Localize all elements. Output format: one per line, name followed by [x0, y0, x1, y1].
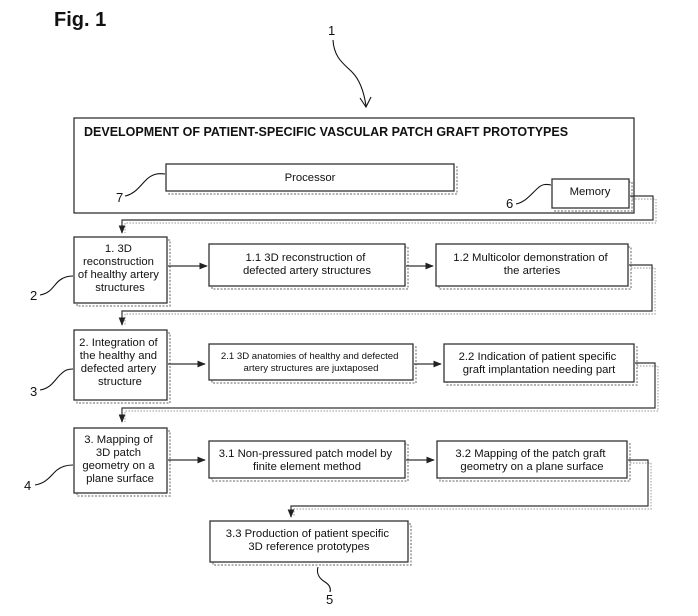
- step3-ref-numeral: 4: [24, 478, 31, 493]
- step2-main-line-2: the healthy and: [80, 350, 157, 362]
- step11-line-2: defected artery structures: [243, 265, 371, 277]
- step32-text: 3.2 Mapping of the patch graft geometry …: [455, 448, 608, 473]
- step33-text: 3.3 Production of patient specific 3D re…: [226, 528, 392, 553]
- step31-line-1: 3.1 Non-pressured patch model by: [219, 448, 393, 460]
- step31-line-2: finite element method: [253, 461, 361, 473]
- step33-line-2: 3D reference prototypes: [248, 541, 370, 553]
- step1-main-line-4: structures: [95, 282, 145, 294]
- step2-main-line-4: structure: [98, 376, 142, 388]
- step21-line-1: 2.1 3D anatomies of healthy and defected: [221, 351, 399, 362]
- processor-label: Processor: [285, 172, 336, 184]
- step3-main-line-3: geometry on a: [82, 460, 155, 472]
- step1-ref-leader: [40, 276, 73, 295]
- system-ref-leader: [333, 40, 366, 106]
- memory-label: Memory: [570, 186, 611, 198]
- memory-ref-numeral: 6: [506, 196, 513, 211]
- figure-title: Fig. 1: [54, 9, 106, 31]
- step11-text: 1.1 3D reconstruction of defected artery…: [243, 252, 371, 277]
- step32-line-2: geometry on a plane surface: [460, 461, 603, 473]
- step33-line-1: 3.3 Production of patient specific: [226, 528, 390, 540]
- processor-ref-numeral: 7: [116, 190, 123, 205]
- step22-line-1: 2.2 Indication of patient specific: [459, 351, 617, 363]
- final-ref-numeral: 5: [326, 592, 333, 607]
- system-ref-numeral: 1: [328, 23, 335, 38]
- step3-main-line-1: 3. Mapping of: [84, 434, 153, 446]
- step11-line-1: 1.1 3D reconstruction of: [245, 252, 366, 264]
- step2-ref-numeral: 3: [30, 384, 37, 399]
- step22-line-2: graft implantation needing part: [463, 364, 616, 376]
- step12-line-1: 1.2 Multicolor demonstration of: [453, 252, 608, 264]
- step3-main-text: 3. Mapping of 3D patch geometry on a pla…: [82, 434, 157, 485]
- step3-main-line-2: 3D patch: [96, 447, 141, 459]
- step22-text: 2.2 Indication of patient specific graft…: [459, 351, 620, 376]
- step21-box: [209, 344, 413, 380]
- step1-main-line-3: of healthy artery: [78, 269, 159, 281]
- step2-ref-leader: [40, 369, 73, 390]
- step3-ref-leader: [35, 465, 73, 485]
- step32-line-1: 3.2 Mapping of the patch graft: [455, 448, 606, 460]
- step1-main-line-2: reconstruction: [83, 256, 154, 268]
- step12-line-2: the arteries: [504, 265, 561, 277]
- final-ref-leader: [317, 567, 330, 592]
- step22-box: [444, 344, 634, 382]
- step2-main-line-3: defected artery: [81, 363, 157, 375]
- system-header: DEVELOPMENT OF PATIENT-SPECIFIC VASCULAR…: [84, 125, 568, 139]
- step21-line-2: artery structures are juxtaposed: [244, 363, 379, 374]
- step2-main-line-1: 2. Integration of: [79, 337, 158, 349]
- step3-main-line-4: plane surface: [86, 473, 154, 485]
- step21-text: 2.1 3D anatomies of healthy and defected…: [221, 351, 401, 374]
- step1-ref-numeral: 2: [30, 288, 37, 303]
- step1-main-line-1: 1. 3D: [105, 243, 132, 255]
